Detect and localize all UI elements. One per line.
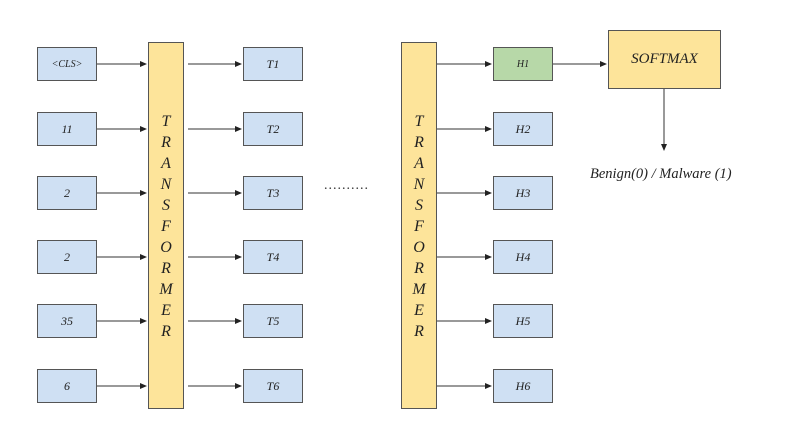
transformer-block-n: T R A N S F O R M E R xyxy=(401,42,437,409)
transformer-letter: F xyxy=(161,218,171,235)
final-output: H5 xyxy=(493,304,553,338)
classification-result-label: Benign(0) / Malware (1) xyxy=(590,166,732,182)
transformer-letter: R xyxy=(414,323,424,340)
transformer-label: T R A N S F O R M E R xyxy=(149,111,183,342)
layer-ellipsis: .......... xyxy=(324,178,369,193)
input-token: 11 xyxy=(37,112,97,146)
final-output: H4 xyxy=(493,240,553,274)
final-output: H6 xyxy=(493,369,553,403)
intermediate-output: T4 xyxy=(243,240,303,274)
transformer-letter: M xyxy=(159,281,173,298)
transformer-letter: R xyxy=(161,134,171,151)
transformer-letter: E xyxy=(161,302,171,319)
intermediate-output: T1 xyxy=(243,47,303,81)
intermediate-output: T2 xyxy=(243,112,303,146)
intermediate-output: T5 xyxy=(243,304,303,338)
transformer-letter: R xyxy=(161,323,171,340)
final-output: H2 xyxy=(493,112,553,146)
input-token: 2 xyxy=(37,176,97,210)
transformer-letter: N xyxy=(160,176,172,193)
intermediate-output: T6 xyxy=(243,369,303,403)
transformer-letter: S xyxy=(162,197,170,214)
transformer-letter: F xyxy=(414,218,424,235)
transformer-letter: O xyxy=(160,239,172,256)
transformer-letter: E xyxy=(414,302,424,319)
transformer-letter: S xyxy=(415,197,423,214)
transformer-letter: M xyxy=(412,281,426,298)
transformer-letter: T xyxy=(414,113,424,130)
transformer-letter: A xyxy=(161,155,171,172)
transformer-letter: O xyxy=(413,239,425,256)
transformer-letter: T xyxy=(161,113,171,130)
cls-final-output: H1 xyxy=(493,47,553,81)
transformer-letter: A xyxy=(414,155,424,172)
input-token-cls: <CLS> xyxy=(37,47,97,81)
intermediate-output: T3 xyxy=(243,176,303,210)
input-token: 2 xyxy=(37,240,97,274)
transformer-letter: N xyxy=(413,176,425,193)
transformer-letter: R xyxy=(414,134,424,151)
input-token: 35 xyxy=(37,304,97,338)
transformer-label: T R A N S F O R M E R xyxy=(402,111,436,342)
input-token: 6 xyxy=(37,369,97,403)
softmax-block: SOFTMAX xyxy=(608,30,721,89)
transformer-block-1: T R A N S F O R M E R xyxy=(148,42,184,409)
final-output: H3 xyxy=(493,176,553,210)
transformer-letter: R xyxy=(161,260,171,277)
transformer-letter: R xyxy=(414,260,424,277)
